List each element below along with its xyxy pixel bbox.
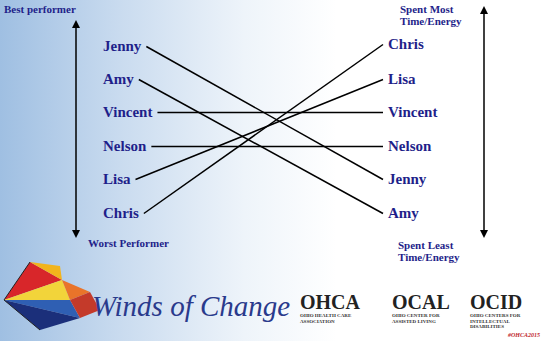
person-name: Jenny (103, 38, 141, 55)
person-name: Nelson (388, 138, 431, 155)
name-node: Lisa (100, 170, 134, 189)
logo-text: OHCA (300, 291, 360, 313)
person-name: Chris (388, 36, 424, 53)
match-line (146, 47, 383, 180)
name-node: Amy (100, 70, 137, 89)
logo-text: OCAL (392, 291, 450, 313)
match-line (136, 80, 383, 180)
name-node: Vincent (385, 103, 440, 122)
logo-subtitle: OHIO HEALTH CARE ASSOCIATION (300, 313, 366, 324)
logo-subtitle: OHIO CENTERS FOR INTELLECTUAL DISABILITI… (470, 313, 536, 330)
match-line (151, 146, 383, 148)
match-line (139, 80, 383, 214)
person-name: Vincent (388, 104, 437, 121)
person-name: Amy (388, 205, 419, 222)
scale-arrow (483, 10, 485, 234)
person-name: Jenny (388, 171, 426, 188)
person-name: Amy (103, 71, 134, 88)
logo-subtitle: OHIO CENTER FOR ASSISTED LIVING (392, 313, 458, 324)
scale-arrow (75, 24, 77, 234)
person-name: Lisa (103, 171, 131, 188)
name-node: Chris (385, 35, 427, 54)
name-node: Nelson (385, 137, 434, 156)
name-node: Nelson (100, 137, 149, 156)
match-line (157, 112, 383, 114)
logo-text: OCID (470, 291, 522, 313)
match-line (144, 45, 383, 214)
axis-label: Worst Performer (88, 237, 169, 249)
person-name: Nelson (103, 138, 146, 155)
name-node: Jenny (385, 170, 429, 189)
person-name: Lisa (388, 71, 416, 88)
name-node: Chris (100, 204, 142, 223)
name-node: Amy (385, 204, 422, 223)
name-node: Lisa (385, 70, 419, 89)
axis-label: Spent Most Time/Energy (400, 3, 476, 27)
name-node: Jenny (100, 37, 144, 56)
person-name: Vincent (103, 104, 152, 121)
name-node: Vincent (100, 103, 155, 122)
logo-text: Winds of Change (92, 291, 290, 323)
hashtag: #OHCA2015 (508, 332, 540, 339)
axis-label: Spent Least Time/Energy (398, 239, 478, 263)
kite-logo (4, 262, 100, 330)
axis-label: Best performer (4, 3, 76, 15)
person-name: Chris (103, 205, 139, 222)
